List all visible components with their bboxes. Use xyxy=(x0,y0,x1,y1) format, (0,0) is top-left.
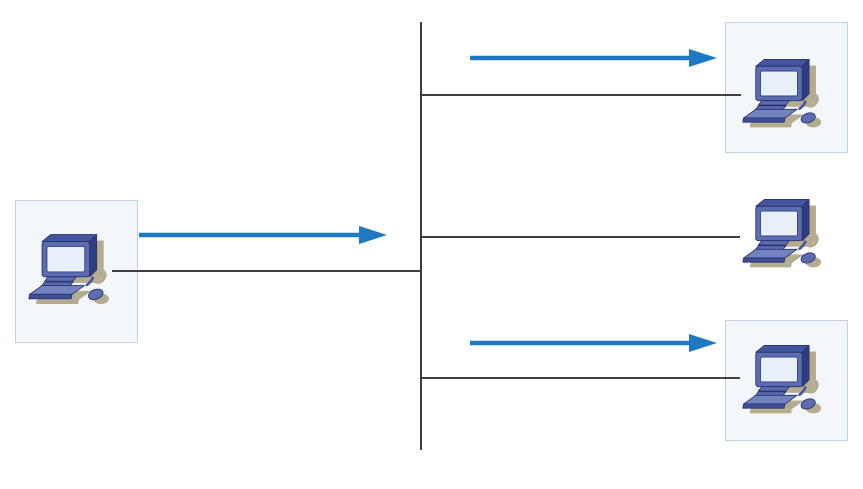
arrow-bus-to-bottom xyxy=(470,334,717,352)
traffic-arrows-layer xyxy=(139,49,717,352)
host-middle-computer-icon xyxy=(741,197,823,270)
wires-layer xyxy=(112,22,741,450)
arrow-sender-to-bus-head xyxy=(359,226,387,244)
arrow-bus-to-top xyxy=(470,49,717,67)
arrow-bus-to-bottom-head xyxy=(689,334,717,352)
arrow-bus-to-top-head xyxy=(689,49,717,67)
arrow-sender-to-bus xyxy=(139,226,387,244)
